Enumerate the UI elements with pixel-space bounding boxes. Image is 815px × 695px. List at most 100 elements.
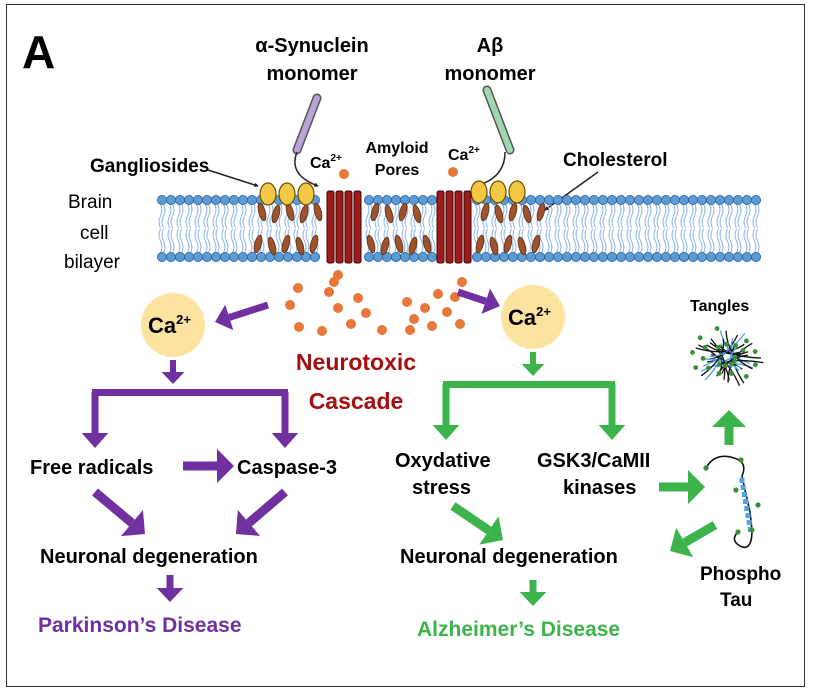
calcium-ions <box>285 167 467 336</box>
lipid-head <box>670 194 681 205</box>
lipid-head <box>733 194 744 205</box>
cell-membrane <box>156 180 762 264</box>
lipid-head <box>571 194 582 205</box>
lipid-head <box>426 251 437 262</box>
lipid-head <box>390 194 401 205</box>
tau-label: Tau <box>720 590 752 611</box>
ganglioside <box>489 180 507 204</box>
lipid-head <box>733 251 744 262</box>
arrow-membrane-to-ca-right <box>456 288 501 314</box>
cholesterol-molecule <box>370 202 380 222</box>
phospho-label: Phospho <box>700 564 781 585</box>
lipid-head <box>165 251 176 262</box>
lipid-head <box>598 194 609 205</box>
cholesterol-molecule <box>408 236 418 256</box>
branch-bar-left <box>92 389 288 396</box>
lipid-head <box>480 251 491 262</box>
cholesterol-molecule <box>531 234 541 254</box>
caspase-label: Caspase-3 <box>237 457 337 479</box>
pore-subunit <box>326 190 335 264</box>
cholesterol-molecule <box>271 204 281 224</box>
arrow-free-radicals-to-caspase <box>183 448 234 484</box>
gangliosides-pointer <box>207 169 259 188</box>
cholesterol-molecule <box>394 234 404 254</box>
ganglioside <box>470 180 488 204</box>
lipid-head <box>309 251 320 262</box>
lipid-head <box>661 194 672 205</box>
lipid-head <box>643 194 654 205</box>
calcium-ion <box>324 287 334 297</box>
lipid-head <box>237 194 248 205</box>
lipid-head <box>751 194 762 205</box>
calcium-ion <box>455 319 465 329</box>
neuronal-degeneration-right: Neuronal degeneration <box>400 546 618 568</box>
tangles-icon <box>690 326 764 386</box>
ca-label-top-left: Ca2+ <box>310 153 342 172</box>
lipid-head <box>742 194 753 205</box>
bilayer-label-2: cell <box>80 223 109 244</box>
calcium-ion <box>448 167 458 177</box>
lipid-head <box>715 194 726 205</box>
lipid-head <box>607 251 618 262</box>
lipid-head <box>246 194 257 205</box>
lipid-head <box>679 194 690 205</box>
abeta-label: Aβ <box>477 35 504 57</box>
lipid-head <box>697 251 708 262</box>
pore-subunit <box>463 190 472 264</box>
cholesterol-pointer <box>544 171 599 211</box>
ganglioside <box>297 182 315 206</box>
lipid-head <box>228 251 239 262</box>
ganglioside <box>278 182 296 206</box>
ca-circle-left: Ca2+ <box>141 293 205 357</box>
neurotoxic-label: Neurotoxic <box>296 349 416 375</box>
lipid-head <box>742 251 753 262</box>
lipid-head <box>390 251 401 262</box>
arrow-tau-to-tangles <box>711 410 747 445</box>
arrow-to-parkinsons <box>156 575 184 602</box>
cholesterol-molecule <box>380 236 390 256</box>
lipid-head <box>724 251 735 262</box>
lipid-head <box>679 251 690 262</box>
cholesterol-molecule <box>257 202 267 222</box>
pore-subunit <box>445 190 454 264</box>
lipid-head <box>183 251 194 262</box>
arrow-ca-to-branch-right <box>521 352 545 376</box>
cholesterol-molecule <box>480 202 490 222</box>
lipid-head <box>210 251 221 262</box>
calcium-ion <box>457 277 467 287</box>
arrow-kinases-to-tau <box>659 469 705 505</box>
oxidative-label: Oxydative <box>395 450 491 472</box>
cholesterol-molecule <box>503 234 513 254</box>
arrow-tau-to-degeneration <box>670 521 718 558</box>
lipid-head <box>526 194 537 205</box>
lipid-head <box>688 251 699 262</box>
cholesterol-molecule <box>489 236 499 256</box>
alzheimers-label: Alzheimer’s Disease <box>417 618 620 641</box>
calcium-ion <box>409 314 419 324</box>
cholesterol-molecule <box>309 234 319 254</box>
lipid-head <box>192 251 203 262</box>
pore-subunit <box>454 190 463 264</box>
lipid-head <box>598 251 609 262</box>
calcium-ion <box>427 321 437 331</box>
lipid-head <box>580 194 591 205</box>
lipid-head <box>192 194 203 205</box>
lipid-head <box>544 194 555 205</box>
cholesterol-molecule <box>313 202 323 222</box>
lipid-head <box>417 251 428 262</box>
cholesterol-molecule <box>412 204 422 224</box>
ca-label-top-right: Ca2+ <box>448 145 480 164</box>
cholesterol-molecule <box>281 234 291 254</box>
calcium-ion <box>317 326 327 336</box>
abeta-rod <box>482 85 515 155</box>
lipid-head <box>634 194 645 205</box>
calcium-ion <box>433 289 443 299</box>
lipid-head <box>562 194 573 205</box>
lipid-head <box>706 251 717 262</box>
cholesterol-molecule <box>522 204 532 224</box>
cholesterol-label: Cholesterol <box>563 150 668 171</box>
lipid-head <box>408 194 419 205</box>
calcium-ion <box>346 319 356 329</box>
lipid-head <box>535 251 546 262</box>
